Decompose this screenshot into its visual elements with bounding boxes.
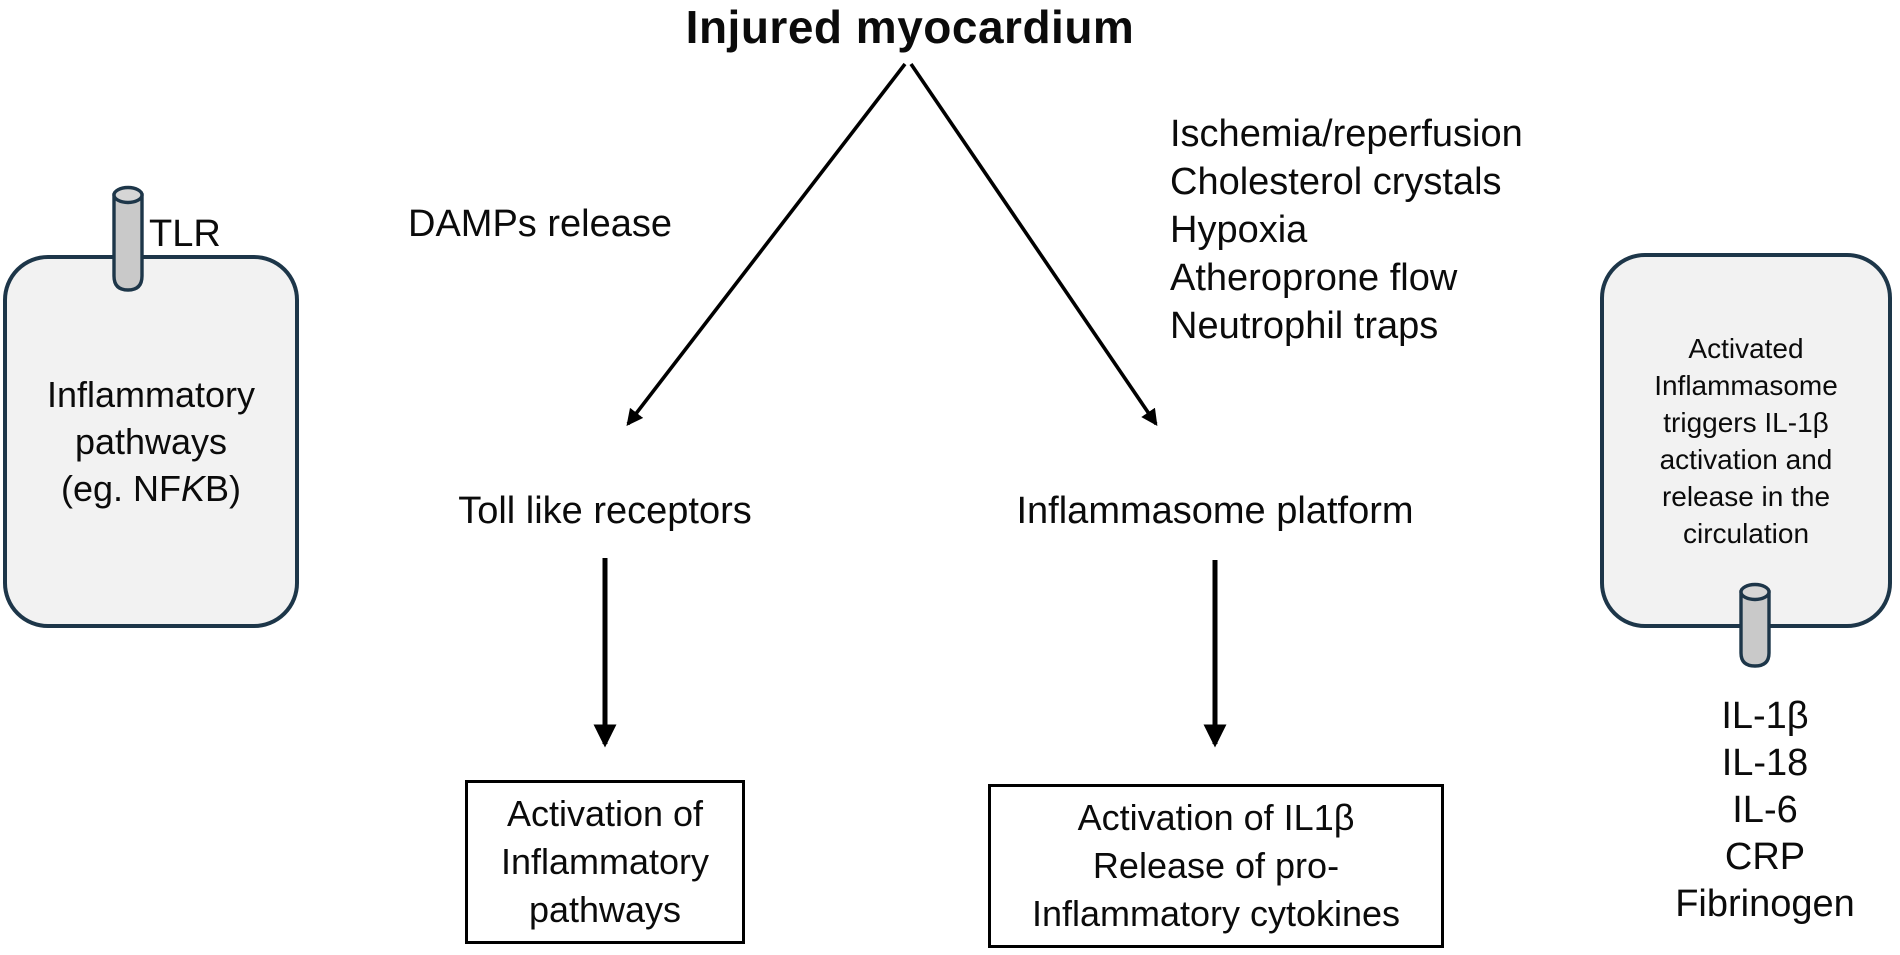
outcome-line: Inflammatory cytokines [1031, 893, 1401, 934]
stimulus-item: Ischemia/reperfusion [1170, 113, 1523, 155]
nfkb-post: B) [205, 468, 242, 509]
outcome-line: Activation of [506, 793, 704, 834]
inflammatory-pathways-cell: Inflammatory pathways (eg. NFKB) [3, 255, 299, 628]
mediator-item: IL-6 [1732, 789, 1798, 831]
outcome-line: Inflammatory [500, 841, 710, 882]
activated-inflammasome-cell: Activated Inflammasome triggers IL-1β ac… [1600, 253, 1892, 628]
mediator-item: Fibrinogen [1675, 883, 1855, 925]
outcome-right-text: Activation of IL1β Release of pro- Infla… [1032, 794, 1400, 938]
outcome-line: Activation of IL1β [1077, 797, 1355, 838]
diagram-title: Injured myocardium [685, 1, 1135, 53]
cell-line: release in the [1661, 480, 1831, 512]
mediator-item: CRP [1724, 836, 1806, 878]
cell-line: triggers IL-1β [1663, 406, 1829, 438]
outcome-line: Release of pro- [1092, 845, 1340, 886]
outcome-line: pathways [528, 889, 682, 930]
cell-line: Inflammatory [46, 374, 256, 415]
mediator-item: IL-1β [1721, 695, 1809, 737]
stimulus-item: Cholesterol crystals [1170, 161, 1502, 203]
tlr-label: TLR [149, 213, 221, 255]
circulating-mediators-list: IL-1β IL-18 IL-6 CRP Fibrinogen [1665, 693, 1865, 928]
damps-release-label: DAMPs release [408, 203, 672, 245]
nfkb-italic-k: K [181, 468, 206, 509]
cell-line: activation and [1659, 443, 1833, 475]
cell-line: Activated [1688, 332, 1804, 364]
stimulus-item: Hypoxia [1170, 209, 1308, 251]
toll-like-receptors-node: Toll like receptors [458, 490, 752, 532]
stimulus-item: Neutrophil traps [1170, 305, 1439, 347]
activation-inflammatory-pathways-box: Activation of Inflammatory pathways [465, 780, 745, 944]
stimulus-item: Atheroprone flow [1170, 257, 1458, 299]
nfkb-pre: (eg. NF [60, 468, 181, 509]
inflammasome-platform-node: Inflammasome platform [1016, 490, 1414, 532]
arrow-title-to-inflammasome [909, 62, 1158, 427]
mediator-item: IL-18 [1721, 742, 1809, 784]
inflammatory-pathways-text: Inflammatory pathways (eg. NFKB) [47, 371, 255, 512]
activated-inflammasome-text: Activated Inflammasome triggers IL-1β ac… [1654, 330, 1838, 552]
cell-line-nfkb: (eg. NFKB) [47, 465, 255, 512]
cell-line: Inflammasome [1654, 369, 1838, 401]
inflammasome-stimuli-list: Ischemia/reperfusion Cholesterol crystal… [1170, 110, 1523, 350]
release-channel-cylinder-icon [1739, 582, 1771, 668]
cell-line: pathways [74, 421, 228, 462]
outcome-left-text: Activation of Inflammatory pathways [501, 790, 709, 934]
activation-il1b-cytokines-box: Activation of IL1β Release of pro- Infla… [988, 784, 1444, 948]
cell-line: circulation [1682, 517, 1810, 549]
tlr-receptor-cylinder-icon [112, 185, 144, 292]
